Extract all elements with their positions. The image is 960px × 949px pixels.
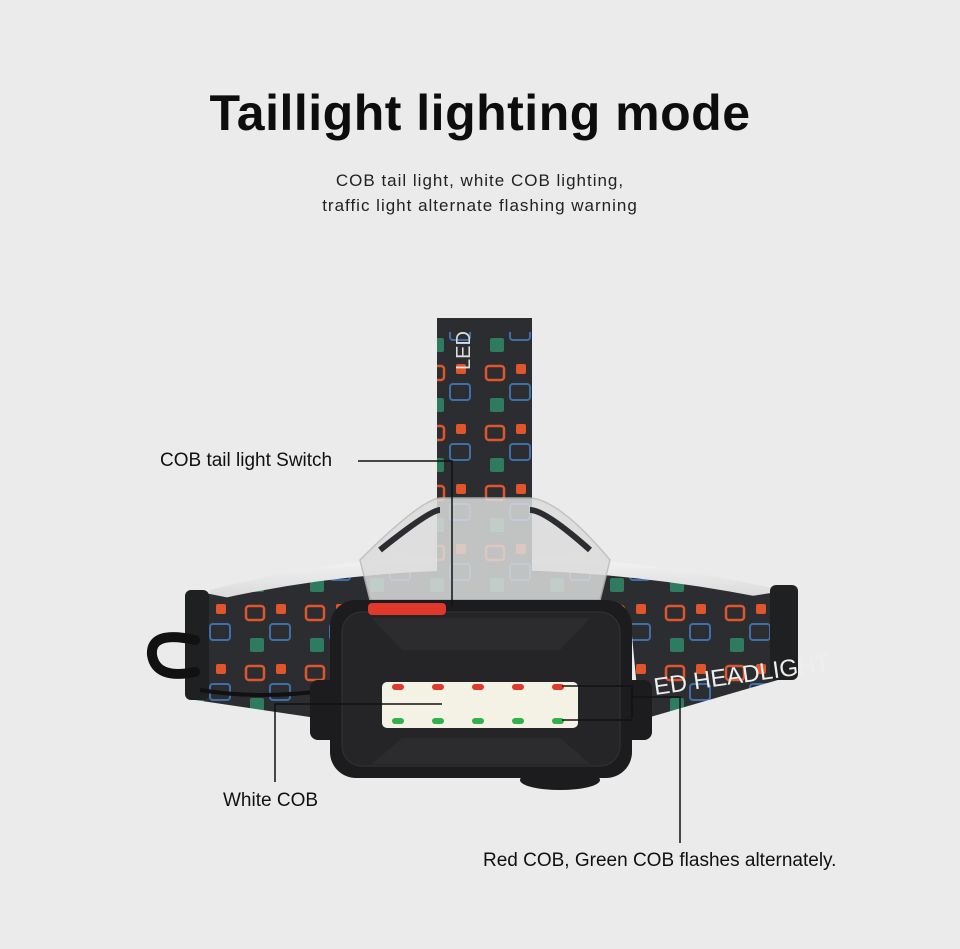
tail-light-switch[interactable] (368, 603, 446, 615)
cable-hook (147, 632, 200, 679)
rear-band (210, 555, 780, 610)
left-strap (190, 590, 340, 720)
red-green-cob-callout-label: Red COB, Green COB flashes alternately. (483, 850, 837, 871)
subtitle-line-2: traffic light alternate flashing warning (322, 196, 638, 215)
switch-callout-label: COB tail light Switch (160, 450, 333, 471)
switch-callout-line (358, 460, 453, 607)
green-cob-row (392, 718, 564, 724)
red-cob-row (392, 684, 564, 690)
redgreen-callout-line (632, 696, 681, 843)
cradle (359, 497, 611, 601)
callout-lines (274, 460, 681, 843)
subtitle-line-1: COB tail light, white COB lighting, (335, 171, 625, 190)
top-strap-text: LED (453, 331, 475, 370)
white-cob-callout-line (274, 703, 442, 782)
cob-strip (382, 682, 578, 728)
red-cob-callout-line (562, 685, 633, 718)
white-cob-callout-label: White COB (223, 790, 319, 811)
page-subtitle: COB tail light, white COB lighting, traf… (0, 168, 960, 218)
page-title: Taillight lighting mode (209, 85, 751, 141)
right-strap (630, 590, 795, 720)
